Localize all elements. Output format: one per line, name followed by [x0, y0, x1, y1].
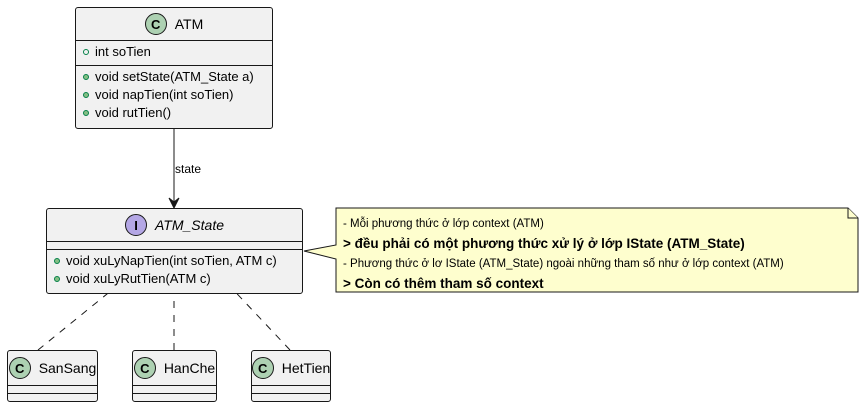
class-atm[interactable]: C ATM int soTien void setState(ATM_State…	[75, 7, 273, 129]
interface-icon: I	[125, 214, 147, 236]
class-icon: C	[133, 357, 156, 379]
class-icon: C	[251, 357, 274, 379]
public-field-icon	[83, 49, 89, 55]
public-method-icon	[83, 74, 89, 80]
note-fold	[847, 208, 858, 219]
association-arrowhead	[168, 197, 180, 210]
public-method-icon	[54, 276, 60, 282]
method-item: void xuLyNapTien(int soTien, ATM c)	[54, 252, 302, 270]
note-line-2: > đều phải có một phương thức xử lý ở lớ…	[343, 236, 745, 251]
class-atm-name: ATM	[174, 16, 204, 32]
realization-line-hettien	[224, 280, 291, 351]
class-atm-methods: void setState(ATM_State a) void napTien(…	[76, 65, 272, 124]
interface-atm-state-methods: void xuLyNapTien(int soTien, ATM c) void…	[47, 249, 302, 290]
class-sansang-name: SanSang	[38, 360, 97, 376]
public-method-icon	[54, 258, 60, 264]
method-item: void rutTien()	[83, 104, 272, 122]
class-sansang-attributes	[8, 385, 97, 393]
class-icon: C	[8, 357, 31, 379]
association-label: state	[175, 162, 202, 176]
class-icon: C	[144, 13, 167, 35]
class-hettien-name: HetTien	[281, 360, 331, 376]
note-line-1: - Mỗi phương thức ở lớp context (ATM)	[343, 218, 544, 230]
public-method-icon	[83, 92, 89, 98]
method-item: void xuLyRutTien(ATM c)	[54, 270, 302, 288]
interface-atm-state-header: I ATM_State	[47, 209, 302, 241]
class-hanche-attributes	[133, 385, 216, 393]
note: - Mỗi phương thức ở lớp context (ATM) > …	[343, 214, 784, 294]
class-hettien-header: C HetTien	[251, 351, 331, 385]
method-item: void setState(ATM_State a)	[83, 68, 272, 86]
note-line-4: > Còn có thêm tham số context	[343, 276, 544, 291]
interface-atm-state-fields	[47, 241, 302, 249]
realization-line-sansang	[37, 280, 124, 351]
class-sansang-header: C SanSang	[8, 351, 97, 385]
interface-atm-state[interactable]: I ATM_State void xuLyNapTien(int soTien,…	[46, 208, 303, 294]
attribute-item: int soTien	[83, 43, 272, 61]
class-hettien[interactable]: C HetTien	[251, 350, 331, 402]
interface-atm-state-name: ATM_State	[155, 217, 224, 233]
public-method-icon	[83, 110, 89, 116]
class-hettien-methods	[252, 393, 330, 401]
method-item: void napTien(int soTien)	[83, 86, 272, 104]
class-sansang[interactable]: C SanSang	[7, 350, 98, 402]
class-hanche-methods	[133, 393, 216, 401]
note-line-3: - Phương thức ở lơ IState (ATM_State) ng…	[343, 258, 784, 270]
class-hanche-header: C HanChe	[133, 351, 216, 385]
class-atm-attributes: int soTien	[76, 40, 272, 65]
class-atm-header: C ATM	[76, 8, 272, 40]
class-sansang-methods	[8, 393, 97, 401]
class-hettien-attributes	[252, 385, 330, 393]
class-hanche[interactable]: C HanChe	[132, 350, 217, 402]
class-hanche-name: HanChe	[163, 360, 216, 376]
